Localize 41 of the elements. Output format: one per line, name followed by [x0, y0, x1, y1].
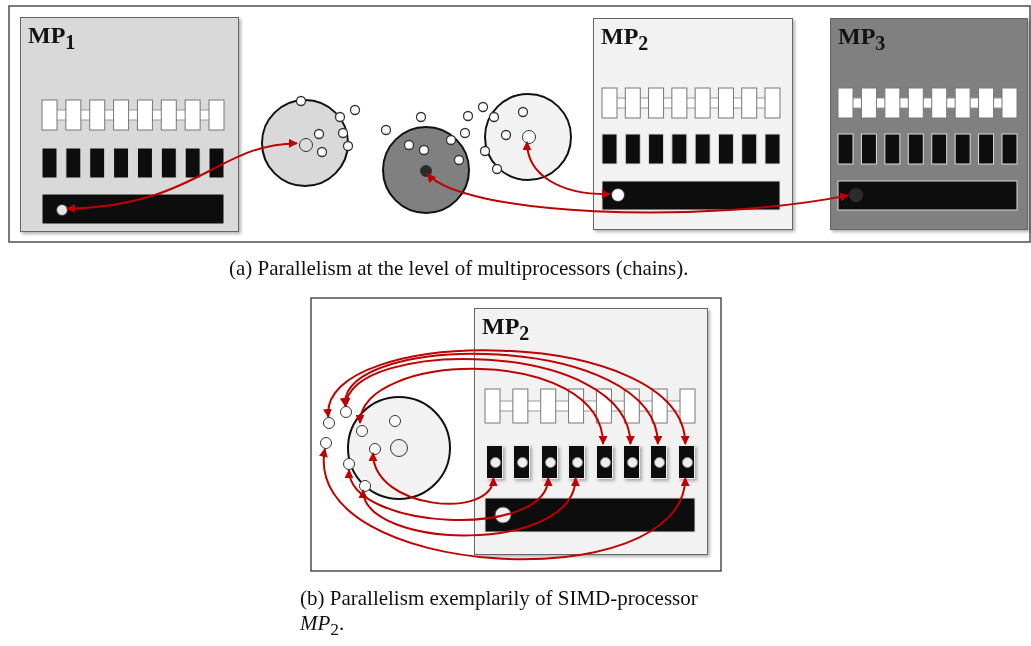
thread-slot [513, 445, 531, 479]
thread-dot [522, 130, 536, 144]
thread-slot [677, 445, 695, 479]
processor-label: MP$_{2}$ [601, 23, 649, 55]
thread-slot [486, 445, 503, 479]
thread-dot [356, 425, 368, 437]
processor-box [474, 308, 708, 555]
double-arrow [361, 477, 578, 537]
chain-circle [347, 396, 451, 500]
thread-dot [299, 138, 313, 152]
thread-dot [320, 437, 332, 449]
processor-box [593, 18, 793, 230]
processor-label: MP$_{2}$ [482, 313, 530, 345]
double-arrow [370, 452, 496, 505]
thread-slot [623, 445, 640, 479]
double-arrow [426, 172, 850, 214]
processor-box [830, 18, 1028, 230]
thread-slot [650, 445, 668, 479]
processor-box [20, 17, 239, 232]
processor-label: MP$_{1}$ [28, 22, 76, 54]
thread-dot [340, 406, 352, 418]
thread-dot [359, 480, 371, 492]
double-arrow [66, 139, 298, 213]
thread-dot [343, 458, 355, 470]
processor-label: MP$_{3}$ [838, 23, 886, 55]
thread-slot [595, 445, 613, 479]
chain-circle [382, 126, 470, 214]
double-arrow [320, 447, 688, 560]
thread-dot [389, 415, 401, 427]
double-arrow [346, 469, 551, 521]
thread-dot [323, 417, 335, 429]
caption: (a) Parallelism at the level of multiprocessors (chains). [229, 256, 690, 281]
double-arrow [325, 349, 688, 445]
thread-dot [369, 443, 381, 455]
caption: (b) Parallelism exemplarily of SIMD-processor MP$_{2}$. [300, 586, 699, 641]
double-arrow [357, 368, 606, 445]
thread-slot [540, 445, 558, 479]
thread-slot [568, 445, 586, 479]
thread-dot [390, 439, 408, 457]
thread-dot [420, 165, 432, 177]
double-arrow [523, 141, 611, 199]
